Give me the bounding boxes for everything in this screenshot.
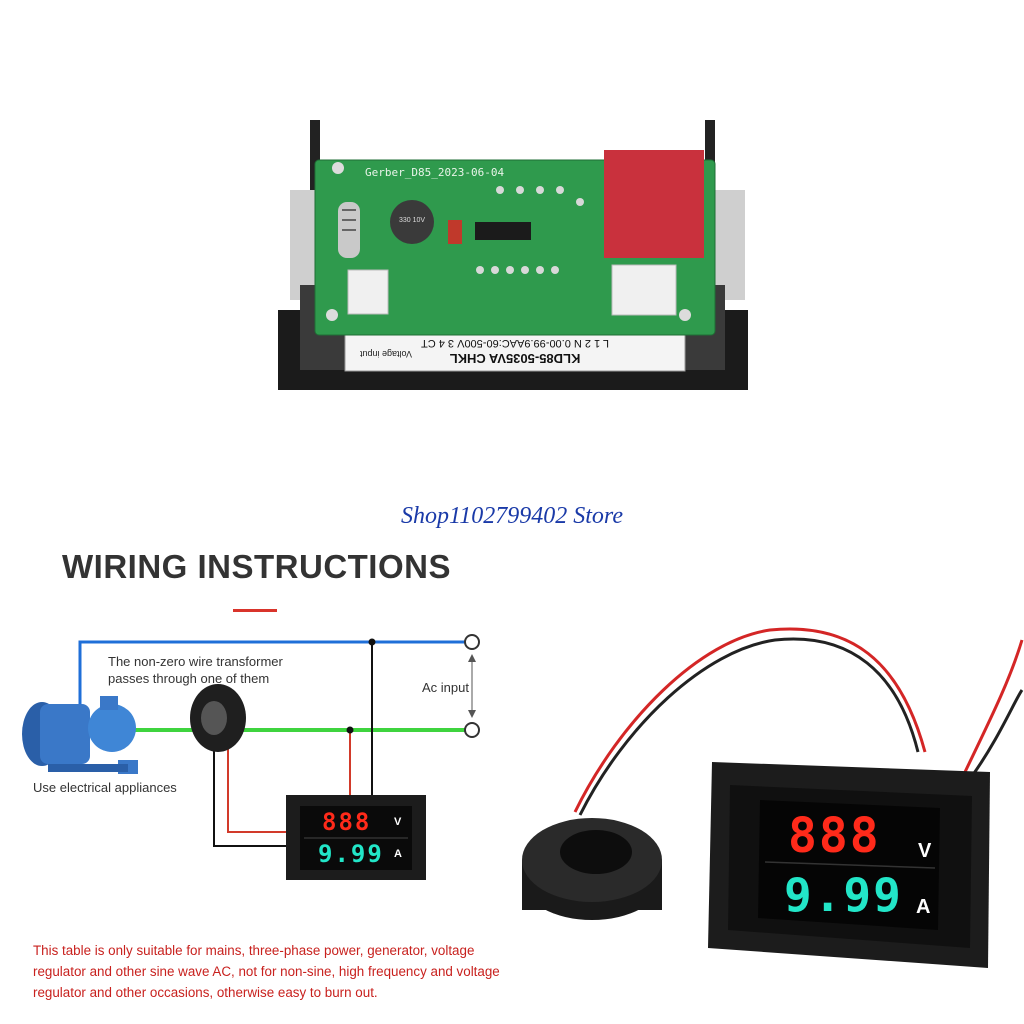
meter-small-unit-v: V — [394, 816, 402, 828]
ct-ring-small — [190, 684, 246, 752]
meter-small — [286, 795, 426, 880]
meter-large — [708, 762, 990, 968]
capacitor-label: 330 10V — [399, 217, 425, 224]
ct-black-wire — [213, 740, 288, 847]
appliances-label: Use electrical appliances — [33, 780, 177, 795]
blue-wire — [78, 640, 466, 720]
ac-input-label: Ac input — [422, 680, 469, 695]
red-lead — [573, 627, 927, 813]
meter-small-unit-a: A — [394, 848, 402, 860]
sticker-line1: Voltage input — [360, 349, 413, 359]
store-watermark: Shop1102799402 Store — [401, 503, 623, 529]
sticker-line3: L 1 2 N 0.00-99.9AAC:60-500V 3 4 CT — [421, 337, 609, 349]
pcb-photo: Voltage input KLD85-5035VA CHKL L 1 2 N … — [278, 120, 748, 390]
meter-large-unit-v: V — [918, 840, 932, 862]
sticker-line2: KLD85-5035VA CHKL — [450, 351, 581, 366]
wiring-diagram — [22, 634, 480, 880]
terminal-bottom — [464, 722, 480, 738]
transformer-note: The non-zero wire transformer passes thr… — [108, 654, 283, 686]
black-lead — [578, 637, 920, 816]
meter-large-voltage: 888 — [788, 808, 881, 864]
pump-illustration — [22, 696, 138, 774]
terminal-top — [464, 634, 480, 650]
meter-large-current: 9.99 — [784, 868, 903, 922]
gerber-label: Gerber_D85_2023-06-04 — [365, 166, 504, 179]
title-underline — [233, 609, 277, 612]
ct-ring-large — [522, 818, 662, 920]
meter-large-unit-a: A — [916, 896, 931, 918]
product-photo — [522, 627, 1024, 968]
meter-small-current: 9.99 — [318, 840, 384, 868]
ct-red-wire — [227, 740, 288, 833]
warning-text: This table is only suitable for mains, t… — [33, 943, 500, 1000]
meter-small-voltage: 888 — [322, 808, 372, 836]
wiring-title: WIRING INSTRUCTIONS — [62, 548, 451, 585]
